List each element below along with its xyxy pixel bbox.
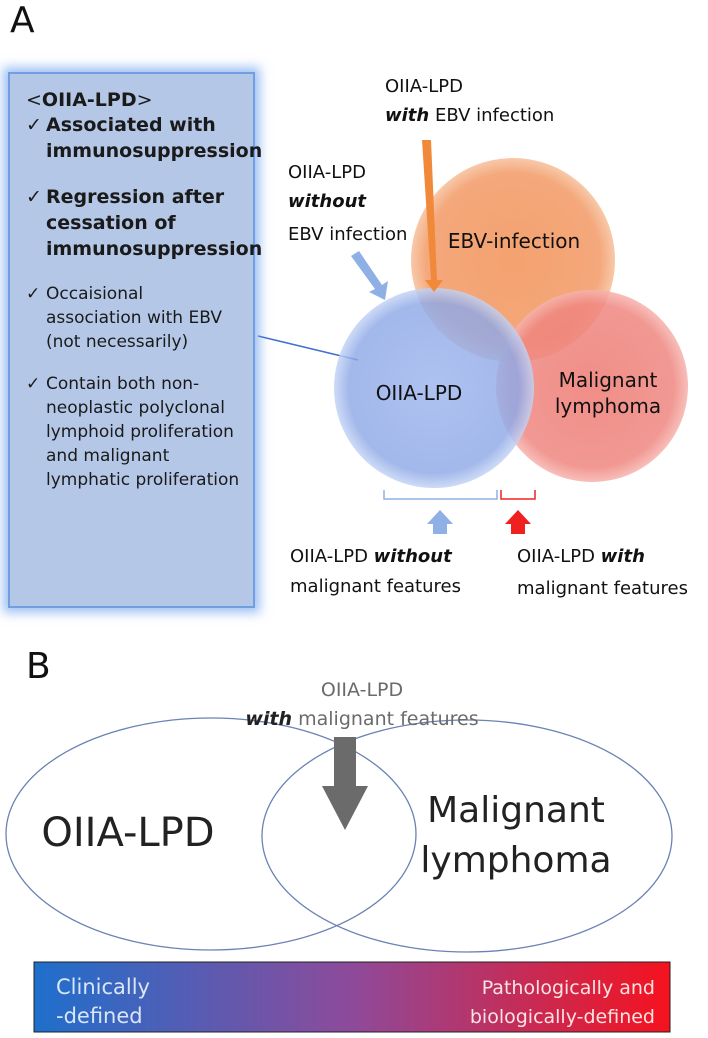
gradient-left-line2: -defined xyxy=(56,1004,143,1028)
callout-b-line1: OIIA-LPD xyxy=(321,679,403,701)
info-item-proliferation: ✓ Contain both non-neoplastic polyclonal… xyxy=(26,374,240,490)
check-icon: ✓ xyxy=(26,374,41,394)
callout-b-line2: with malignant features xyxy=(245,708,478,730)
callout-without-ebv-line3: EBV infection xyxy=(288,224,407,245)
malignant-ellipse xyxy=(261,719,673,953)
oiia-ellipse-label: OIIA-LPD xyxy=(41,810,214,856)
oiia-circle-label: OIIA-LPD xyxy=(376,381,463,405)
callout-without-malignant-line1: OIIA-LPD without xyxy=(290,546,453,567)
oiia-info-box: <OIIA-LPD> ✓ Associated with immunosuppr… xyxy=(8,72,263,608)
gradient-left-line1: Clinically xyxy=(56,975,150,999)
red-brace xyxy=(500,490,536,500)
malignant-circle-label-line2: lymphoma xyxy=(555,394,661,418)
orange-arrow xyxy=(422,140,443,292)
callout-with-ebv-line1: OIIA-LPD xyxy=(385,76,463,97)
panel-b-label: B xyxy=(26,646,51,687)
check-icon: ✓ xyxy=(26,186,42,208)
red-up-arrow xyxy=(505,510,531,534)
callout-with-malignant-line1: OIIA-LPD with xyxy=(517,546,645,567)
callout-with-malignant-line2: malignant features xyxy=(517,578,688,599)
venn-diagram-a xyxy=(334,158,688,488)
gradient-right-line1: Pathologically and xyxy=(482,977,655,999)
ebv-circle-label: EBV-infection xyxy=(448,229,580,253)
oiia-ellipse xyxy=(5,717,417,951)
info-item-immunosuppression: ✓ Associated with immunosuppression xyxy=(26,114,263,162)
callout-with-ebv-line2: with EBV infection xyxy=(385,105,554,126)
info-box-title: <OIIA-LPD> xyxy=(26,89,153,111)
blue-up-arrow xyxy=(427,510,453,534)
callout-without-malignant-line2: malignant features xyxy=(290,576,461,597)
gray-down-arrow xyxy=(322,737,368,830)
check-icon: ✓ xyxy=(26,114,42,136)
malignant-circle xyxy=(496,290,688,482)
malignant-ellipse-label-line1: Malignant xyxy=(427,790,605,831)
callout-without-ebv-line1: OIIA-LPD xyxy=(288,162,366,183)
light-blue-arrow xyxy=(351,251,388,300)
panel-a-label: A xyxy=(10,0,35,41)
gradient-bar xyxy=(33,961,671,1033)
callout-without-ebv-line2: without xyxy=(288,191,367,212)
oiia-circle xyxy=(334,288,534,488)
info-item-regression: ✓ Regression after cessation of immunosu… xyxy=(26,186,263,260)
check-icon: ✓ xyxy=(26,284,41,304)
malignant-ellipse-label-line2: lymphoma xyxy=(420,840,611,881)
blue-brace xyxy=(383,490,498,500)
gradient-right-line2: biologically-defined xyxy=(470,1006,655,1028)
info-item-ebv-association: ✓ Occaisional association with EBV (not … xyxy=(26,284,222,352)
malignant-circle-label-line1: Malignant xyxy=(559,368,658,392)
